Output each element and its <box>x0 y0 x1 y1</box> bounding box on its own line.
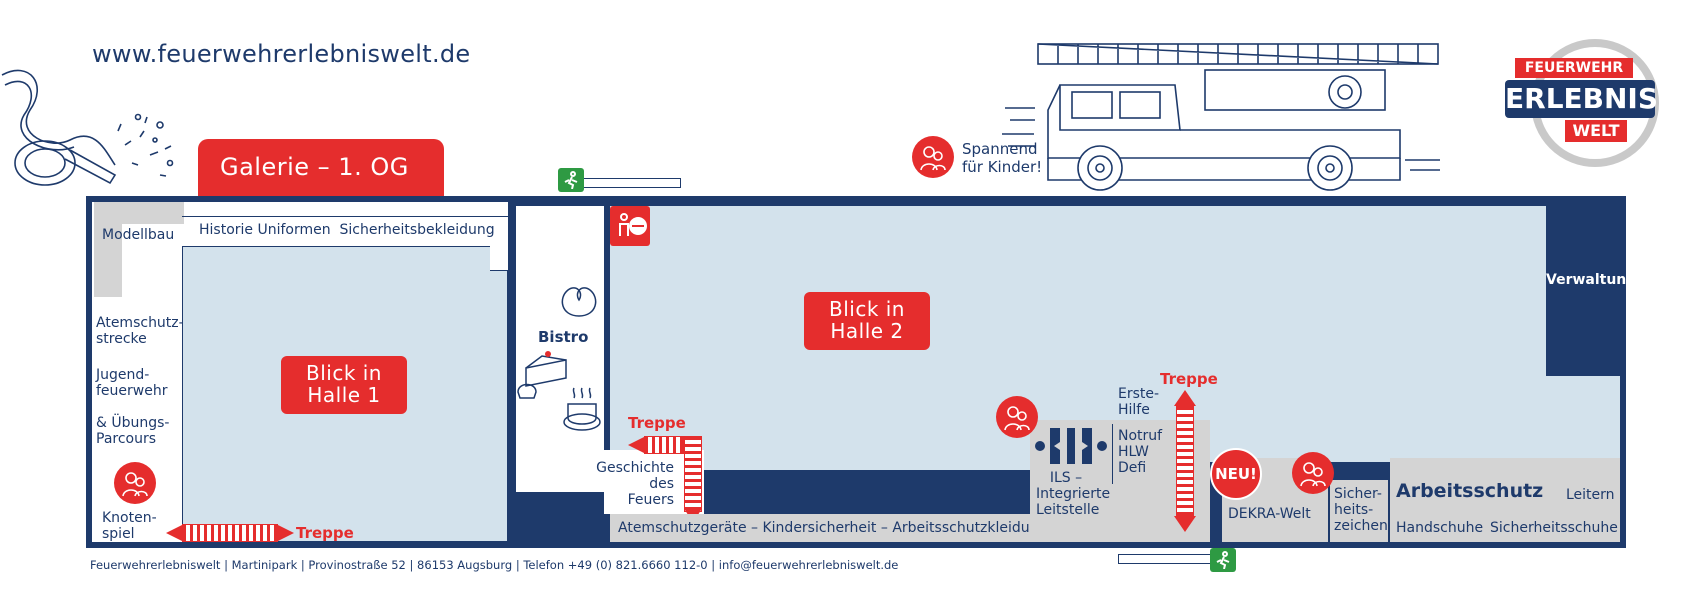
notruf-line3: Defi <box>1118 460 1147 476</box>
jugend-line1: Jugend- <box>96 367 150 383</box>
geschichte-line1: Geschichte <box>596 460 674 476</box>
knoten-label: Knoten- spiel <box>102 510 157 542</box>
stair-middle-down <box>684 436 702 512</box>
sicher-line3: zeichen <box>1334 518 1388 534</box>
geschichte-label: Geschichte des Feuers <box>596 460 674 508</box>
uebung-label: & Übungs- Parcours <box>96 415 169 447</box>
ils-label: ILS – Integrierte Leitstelle <box>1036 470 1111 518</box>
hall2-lower <box>610 458 1030 470</box>
bistro-area <box>516 206 604 492</box>
atemschutz-line1: Atemschutz- <box>96 315 184 331</box>
verwaltung-label: Verwaltung <box>1546 272 1637 288</box>
exit-sign-icon <box>1210 548 1236 572</box>
stair-left-label: Treppe <box>296 524 354 542</box>
stair-arrow-left-icon <box>166 525 182 541</box>
ils-divider <box>1112 424 1113 484</box>
erlebniswelt-logo: FEUERWEHR ERLEBNIS WELT <box>1505 38 1685 168</box>
ils-line1: ILS – <box>1049 470 1083 486</box>
logo-line1: FEUERWEHR <box>1515 58 1633 78</box>
leitern-label: Leitern <box>1566 487 1615 503</box>
sicher-line1: Sicher- <box>1334 486 1382 502</box>
hall2-view <box>610 206 1620 462</box>
stair-arrow-down-icon <box>1174 516 1196 532</box>
arbeitsschutz-area <box>1390 458 1620 542</box>
bistro-label: Bistro <box>538 328 589 346</box>
kids-hint-text: Spannend für Kinder! <box>962 140 1042 176</box>
stair-arrow-left-icon <box>628 437 644 453</box>
ils-logo-icon <box>1035 428 1107 464</box>
kids-icon <box>1292 452 1334 494</box>
geschichte-line2: des <box>649 476 674 492</box>
ils-line2: Integrierte <box>1036 486 1111 502</box>
uebung-line2: Parcours <box>96 431 157 447</box>
notruf-line1: Notruf <box>1118 428 1163 444</box>
kids-icon <box>996 396 1038 438</box>
cake-icon <box>517 351 567 399</box>
fire-truck-illustration <box>1002 43 1440 191</box>
handschuhe-label: Handschuhe <box>1396 520 1484 536</box>
stair-arrow-right-icon <box>278 525 294 541</box>
dekra-label: DEKRA-Welt <box>1228 506 1311 522</box>
notruf-label: Notruf HLW Defi <box>1118 428 1162 476</box>
logo-line2: ERLEBNIS <box>1505 80 1658 118</box>
bottom-strip <box>610 514 1030 542</box>
stair-middle-top <box>644 436 684 454</box>
floor-tab[interactable]: Galerie – 1. OG <box>198 139 444 197</box>
bottom-strip-label: Atemschutzgeräte – Kindersicherheit – Ar… <box>618 520 1048 536</box>
hall2-label[interactable]: Blick in Halle 2 <box>804 292 930 350</box>
hose-icon <box>1 69 174 186</box>
stair-middle-label: Treppe <box>628 414 686 432</box>
uebung-line1: & Übungs- <box>96 415 170 431</box>
jugend-label: Jugend- feuerwehr <box>96 367 167 399</box>
sicher-area <box>1330 480 1388 542</box>
kids-icon <box>912 136 954 178</box>
verwaltung-block <box>1546 206 1620 376</box>
notruf-line2: HLW <box>1118 444 1149 460</box>
erste-hilfe-line2: Hilfe <box>1118 402 1150 418</box>
historie-label: Historie Uniformen Sicherheitsbekleidung <box>199 222 495 238</box>
geschichte-line3: Feuers <box>627 492 674 508</box>
pretzel-icon <box>561 287 597 317</box>
jugend-line2: feuerwehr <box>96 383 168 399</box>
ils-line3: Leitstelle <box>1036 502 1100 518</box>
modellbau-label: Modellbau <box>102 227 175 243</box>
exit-route-line <box>584 178 681 188</box>
sicher-line2: heits- <box>1334 502 1374 518</box>
stair-arrow-up-icon <box>1174 390 1196 406</box>
kids-hint-line1: Spannend <box>962 140 1038 158</box>
modellbau-top <box>94 202 184 224</box>
erste-hilfe-line1: Erste- <box>1118 386 1160 402</box>
knoten-line1: Knoten- <box>102 510 157 526</box>
coffee-icon <box>563 387 601 431</box>
exit-route-line <box>1118 554 1211 564</box>
toilet-icon <box>610 206 650 246</box>
kids-icon <box>114 462 156 504</box>
hall1-line2: Halle 1 <box>307 383 381 407</box>
stair-right <box>1176 406 1194 516</box>
kids-hint-line2: für Kinder! <box>962 158 1043 176</box>
hall2-line1: Blick in <box>828 297 905 321</box>
stair-right-label: Treppe <box>1160 370 1218 388</box>
erste-hilfe-label: Erste- Hilfe <box>1118 386 1159 418</box>
website-url[interactable]: www.feuerwehrerlebniswelt.de <box>92 40 471 68</box>
atemschutz-line2: strecke <box>96 331 147 347</box>
top-divider <box>182 202 508 217</box>
knoten-line2: spiel <box>102 526 135 542</box>
sicher-label: Sicher- heits- zeichen <box>1334 486 1388 534</box>
sicherheitsschuhe-label: Sicherheitsschuhe <box>1490 520 1618 536</box>
arbeitsschutz-title: Arbeitsschutz <box>1396 480 1544 502</box>
hall2-line2: Halle 2 <box>830 319 904 343</box>
hall1-notch <box>490 246 508 271</box>
hall1-line1: Blick in <box>305 361 382 385</box>
footer-contact: Feuerwehrerlebniswelt | Martinipark | Pr… <box>90 558 899 572</box>
atemschutz-label: Atemschutz- strecke <box>96 315 184 347</box>
neu-badge: NEU! <box>1210 448 1262 500</box>
exit-sign-icon <box>558 168 584 192</box>
logo-line3: WELT <box>1565 120 1627 142</box>
hall1-label[interactable]: Blick in Halle 1 <box>281 356 407 414</box>
stair-left <box>182 524 278 542</box>
